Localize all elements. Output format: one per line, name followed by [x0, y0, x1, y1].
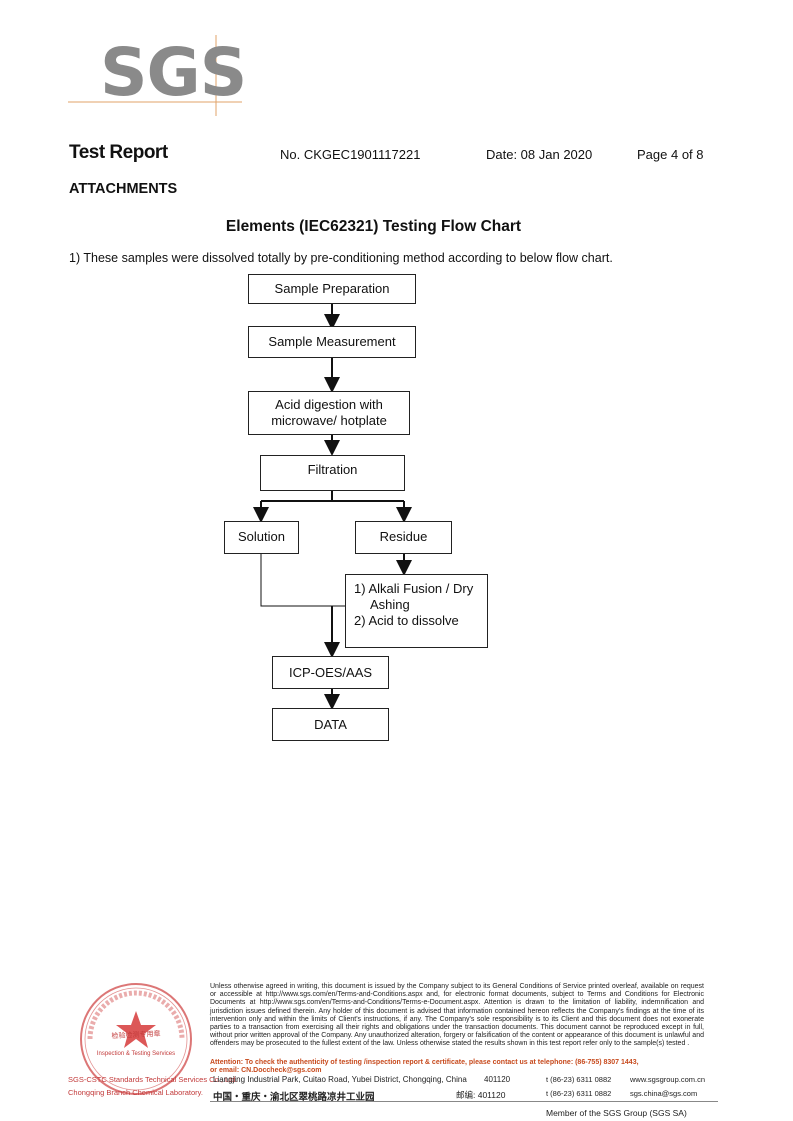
flow-sample-measurement-label: Sample Measurement	[268, 334, 396, 349]
flow-residue-treatment: 1) Alkali Fusion / Dry Ashing 2) Acid to…	[345, 574, 488, 648]
flow-data-label: DATA	[314, 716, 347, 732]
page-indicator: Page 4 of 8	[637, 147, 704, 162]
flow-residue-step2: 2) Acid to dissolve	[354, 613, 459, 628]
flow-filtration-label: Filtration	[307, 462, 358, 477]
report-title: Test Report	[69, 142, 168, 163]
seal-english-text: Inspection & Testing Services	[96, 1051, 176, 1057]
report-number: No. CKGEC1901117221	[280, 147, 421, 162]
sgs-logo	[68, 35, 242, 116]
flow-data: DATA	[272, 708, 389, 741]
telephone-1: t (86-23) 6311 0882	[546, 1075, 612, 1084]
flowchart-connectors	[253, 304, 412, 710]
flow-sample-preparation: Sample Preparation	[248, 274, 416, 304]
branch-name-line1: SGS-CSTC Standards Technical Services Co…	[68, 1075, 238, 1084]
attachments-heading: ATTACHMENTS	[69, 181, 178, 197]
sgs-logo-text: SGS	[100, 34, 247, 111]
flow-filtration: Filtration	[260, 455, 405, 491]
address-english: Liangjing Industrial Park, Cuitao Road, …	[213, 1075, 467, 1084]
flow-acid-digestion-line2: microwave/ hotplate	[271, 413, 387, 428]
report-date: Date: 08 Jan 2020	[486, 147, 593, 162]
telephone-2: t (86-23) 6311 0882	[546, 1089, 612, 1098]
flow-sample-measurement: Sample Measurement	[248, 326, 416, 358]
company-seal	[80, 983, 192, 1095]
group-membership: Member of the SGS Group (SGS SA)	[546, 1108, 687, 1118]
section-title: Elements (IEC62321) Testing Flow Chart	[225, 218, 522, 235]
flow-residue-step1-line1: 1) Alkali Fusion / Dry	[354, 581, 474, 596]
flow-residue-step1-line2: Ashing	[370, 597, 410, 612]
branch-name-line2: Chongqing Branch Chemical Laboratory.	[68, 1088, 203, 1097]
intro-note: 1) These samples were dissolved totally …	[69, 251, 613, 265]
flow-solution-label: Solution	[238, 529, 285, 544]
authenticity-notice: Attention: To check the authenticity of …	[210, 1059, 704, 1075]
flow-acid-digestion-line1: Acid digestion with	[275, 397, 383, 412]
flow-acid-digestion: Acid digestion with microwave/ hotplate	[248, 391, 410, 435]
flow-residue: Residue	[355, 521, 452, 554]
authenticity-line1: Attention: To check the authenticity of …	[210, 1059, 639, 1066]
zip-english: 401120	[484, 1075, 511, 1084]
zip-chinese: 邮编: 401120	[456, 1090, 506, 1100]
flow-residue-label: Residue	[379, 529, 428, 544]
flow-sample-preparation-label: Sample Preparation	[274, 281, 390, 296]
flow-icp-label: ICP-OES/AAS	[288, 664, 373, 680]
website-link[interactable]: www.sgsgroup.com.cn	[630, 1075, 706, 1084]
flow-solution: Solution	[224, 521, 299, 554]
legal-disclaimer: Unless otherwise agreed in writing, this…	[210, 983, 704, 1048]
footer-divider	[210, 1101, 718, 1102]
address-chinese: 中国・重庆・渝北区翠桃路凉井工业园	[213, 1092, 375, 1103]
flow-icp-oes-aas: ICP-OES/AAS	[272, 656, 389, 689]
authenticity-email[interactable]: or email: CN.Doccheck@sgs.com	[210, 1067, 322, 1074]
email-link[interactable]: sgs.china@sgs.com	[630, 1089, 698, 1098]
